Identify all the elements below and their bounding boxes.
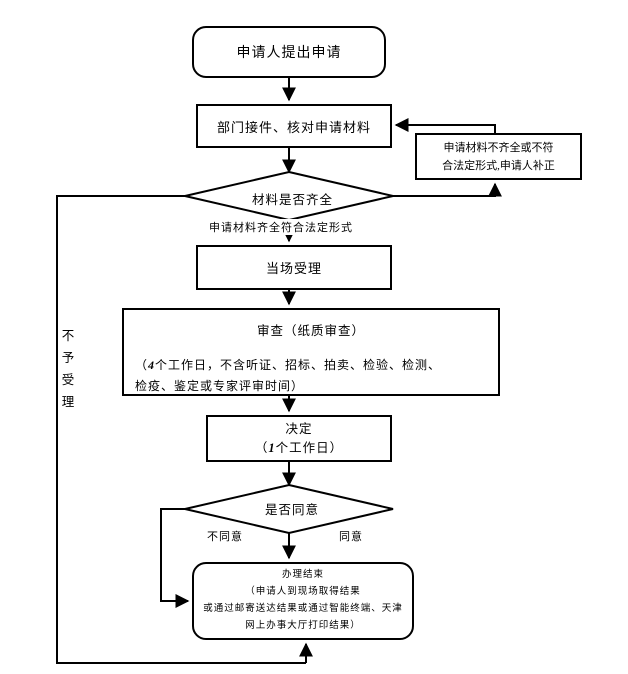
node-supplement-line1: 申请材料不齐全或不符	[443, 141, 554, 154]
node-agree-decision-label: 是否同意	[263, 499, 322, 518]
edge-label-agree: 同意	[338, 528, 364, 544]
node-finish-line3: 或通过邮寄送达结果或通过智能终端、天津	[203, 604, 403, 614]
node-supplement-line2: 合法定形式,申请人补正	[442, 159, 555, 172]
node-finish-line2: （申请人到现场取得结果	[245, 587, 361, 597]
node-finish[interactable]: 办理结束 （申请人到现场取得结果 或通过邮寄送达结果或通过智能终端、天津 网上办…	[192, 562, 414, 640]
node-start-label: 申请人提出申请	[236, 46, 342, 61]
node-start[interactable]: 申请人提出申请	[192, 26, 386, 78]
node-accept-label: 当场受理	[265, 261, 322, 276]
node-decide-line2: （1个工作日）	[254, 440, 344, 455]
edge-supplement-to-intake	[394, 118, 496, 133]
edge-disagree-to-finish	[160, 508, 190, 608]
node-finish-line1: 办理结束	[281, 570, 324, 580]
node-review-body-line1: （4个工作日，不含听证、招标、拍卖、检验、检测、	[135, 358, 442, 372]
node-finish-line4: 网上办事大厅打印结果）	[245, 621, 361, 631]
node-intake-label: 部门接件、核对申请材料	[216, 119, 371, 135]
edge-label-not-accepted-c3: 理	[61, 395, 75, 409]
node-supplement[interactable]: 申请材料不齐全或不符 合法定形式,申请人补正	[415, 133, 582, 180]
node-review-body: （4个工作日，不含听证、招标、拍卖、检验、检测、 检疫、鉴定或专家评审时间）	[135, 355, 487, 397]
edge-label-not-accepted-c0: 不	[61, 329, 75, 343]
node-accept[interactable]: 当场受理	[196, 245, 392, 290]
node-review-title: 审查（纸质审查）	[256, 324, 365, 338]
edge-label-not-accepted: 不 予 受 理	[59, 325, 77, 413]
edge-label-materials-complete: 申请材料齐全符合法定形式	[208, 219, 354, 235]
node-review[interactable]: 审查（纸质审查） （4个工作日，不含听证、招标、拍卖、检验、检测、 检疫、鉴定或…	[122, 308, 500, 396]
edge-not-accepted	[56, 195, 306, 664]
node-decide[interactable]: 决定 （1个工作日）	[206, 415, 392, 462]
edge-gather-to-supplement	[393, 182, 502, 197]
edge-label-disagree: 不同意	[206, 528, 244, 544]
edge-label-not-accepted-c2: 受	[61, 373, 75, 387]
node-review-body-line2: 检疫、鉴定或专家评审时间）	[135, 379, 305, 393]
node-intake[interactable]: 部门接件、核对申请材料	[196, 104, 392, 148]
edge-label-not-accepted-c1: 予	[61, 351, 75, 365]
node-decide-line1: 决定	[285, 421, 313, 436]
node-gather-decision-label: 材料是否齐全	[250, 189, 336, 208]
